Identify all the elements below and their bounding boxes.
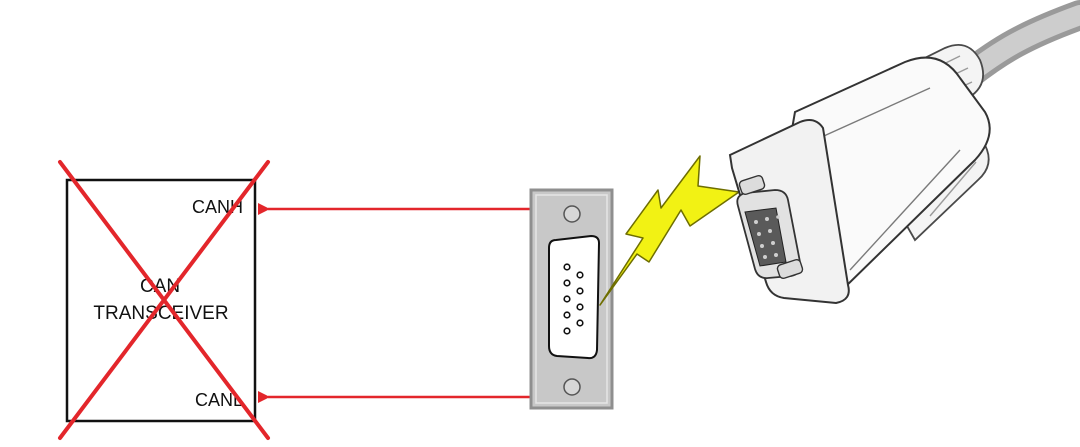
db9-female-panel-icon <box>529 188 614 410</box>
transceiver-title-line2: TRANSCEIVER <box>93 303 228 324</box>
lightning-bolt-icon <box>599 155 740 306</box>
db9-cable-plug-icon <box>728 0 1080 305</box>
pin-label-canl: CANL <box>195 390 243 410</box>
red-x-cross-icon <box>58 160 270 440</box>
